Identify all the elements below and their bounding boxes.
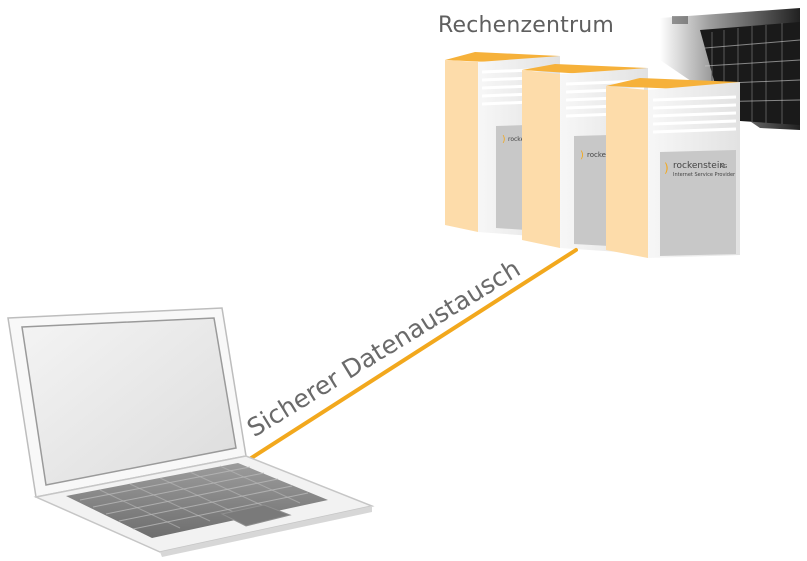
svg-text:): ) <box>502 135 506 145</box>
datacenter-title: Rechenzentrum <box>438 13 615 38</box>
laptop <box>7 307 375 557</box>
server-3-brand-suffix: AG <box>720 164 727 170</box>
secure-connection-line <box>243 248 578 464</box>
server-3-tagline: Internet Service Provider <box>673 172 736 178</box>
laptop-screen <box>21 317 237 486</box>
server-3-brand: rockenstein <box>673 161 725 171</box>
svg-text:): ) <box>664 161 669 175</box>
server-tower-3: ) rockenstein AG Internet Service Provid… <box>606 78 740 258</box>
laptop-touchpad <box>220 504 292 527</box>
svg-text:): ) <box>580 150 584 161</box>
